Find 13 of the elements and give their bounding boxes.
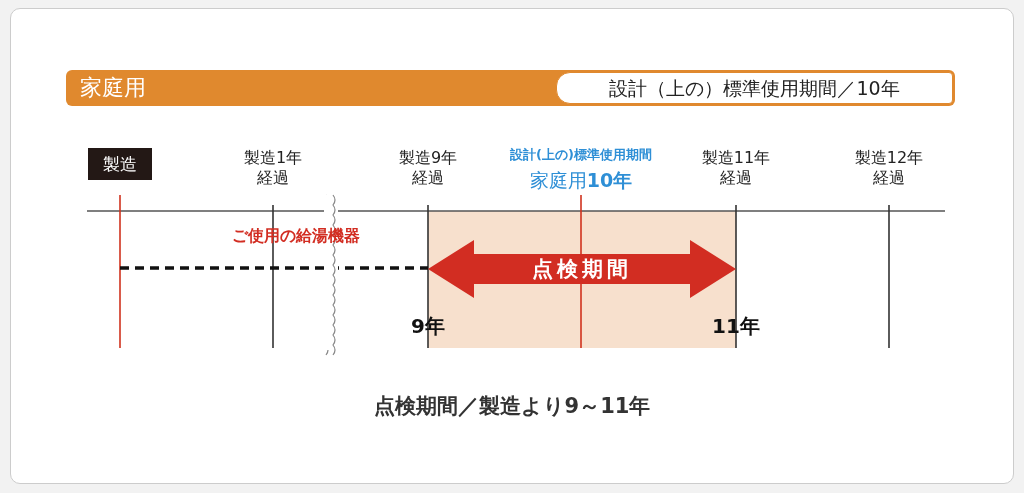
caption: 点検期間／製造より9～11年	[372, 393, 652, 420]
timeline-label: 製造1年経過	[242, 148, 304, 188]
arrow-label: 点検期間	[531, 256, 633, 283]
header-band	[66, 70, 955, 106]
header-title: 家庭用	[80, 74, 146, 102]
timeline-label: 製造9年経過	[397, 148, 459, 188]
double-arrow	[428, 240, 736, 298]
period-value: 家庭用10年	[528, 168, 634, 193]
timeline-label: 製造12年経過	[853, 148, 925, 188]
subtitle-box: 設計（上の）標準使用期間／10年	[556, 72, 953, 104]
label-box: 製造	[88, 148, 152, 180]
period-heading: 設計(上の)標準使用期間	[509, 146, 653, 164]
timeline-label: 製造11年経過	[700, 148, 772, 188]
